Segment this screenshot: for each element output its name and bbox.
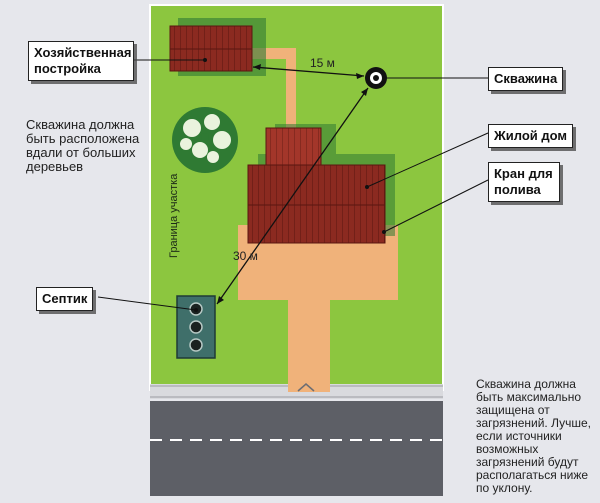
plot-boundary-label: Граница участка (168, 173, 180, 258)
dimension-15m: 15 м (310, 56, 335, 70)
path-outbuilding-well (245, 48, 295, 59)
path-well-house (286, 48, 296, 138)
well (365, 67, 387, 89)
dimension-line-30m (216, 87, 369, 305)
tap-label: Кран для полива (488, 162, 560, 202)
entrance-marker (297, 383, 315, 392)
leader-septic (97, 296, 197, 311)
house-yard (238, 225, 398, 392)
house-roof-top (265, 127, 322, 169)
dimension-30m: 30 м (233, 249, 258, 263)
house-roof-main (247, 164, 386, 244)
septic-tank (176, 295, 216, 359)
outbuilding-label: Хозяйственная постройка (28, 41, 134, 81)
well-label: Скважина (488, 67, 564, 91)
contamination-note: Скважина должна быть максимально защищен… (476, 377, 591, 495)
leader-tap (383, 179, 489, 233)
house-label: Жилой дом (488, 124, 574, 148)
leader-house (366, 132, 489, 188)
septic-label: Септик (36, 287, 94, 311)
dimension-line-15m (252, 66, 365, 77)
tree-distance-note: Скважина должна быть расположена вдали о… (26, 117, 140, 174)
road (150, 401, 443, 496)
tree (172, 107, 238, 173)
